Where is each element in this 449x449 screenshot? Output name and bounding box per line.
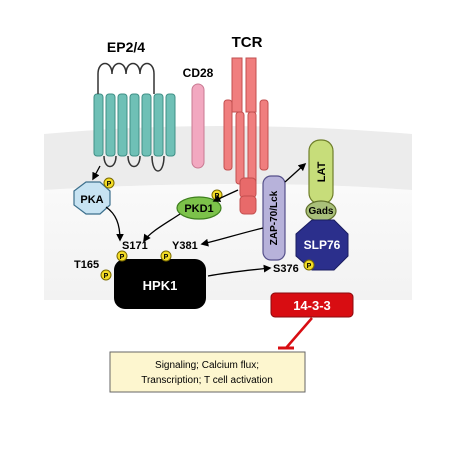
lat-label: LAT bbox=[316, 161, 328, 182]
arrow-pka-to-s171 bbox=[105, 206, 124, 242]
outcome-line-1: Signaling; Calcium flux; bbox=[155, 360, 259, 371]
arrow-ep24-to-pka bbox=[92, 165, 101, 181]
arrow-hpk1-to-s376 bbox=[207, 264, 272, 277]
t165-label: T165 bbox=[74, 259, 99, 271]
hpk1-label: HPK1 bbox=[143, 278, 178, 293]
14-3-3-label: 14-3-3 bbox=[293, 298, 331, 313]
gads-label: Gads bbox=[308, 206, 333, 217]
zap70-lck-label: ZAP-70/Lck bbox=[269, 190, 280, 245]
arrow-tcr-to-pkd1 bbox=[212, 189, 239, 202]
tcr-label: TCR bbox=[232, 34, 263, 51]
svg-text:P: P bbox=[164, 254, 169, 261]
pka-node: PKA P bbox=[73, 177, 115, 215]
s376-label: S376 bbox=[273, 263, 299, 275]
hpk1-node: HPK1 P P P bbox=[100, 250, 206, 309]
outcome-line-2: Transcription; T cell activation bbox=[141, 375, 273, 386]
lat-gads-slp76-complex: LAT Gads SLP76 P bbox=[295, 139, 349, 271]
svg-text:P: P bbox=[307, 263, 312, 270]
slp76-label: SLP76 bbox=[304, 238, 341, 252]
arrow-zap70-to-y381 bbox=[200, 227, 264, 247]
arrow-zap70-to-lat bbox=[284, 162, 307, 183]
ep24-label: EP2/4 bbox=[107, 39, 145, 55]
inhibition-line bbox=[285, 317, 313, 349]
svg-text:P: P bbox=[104, 273, 109, 280]
outcome-box: Signaling; Calcium flux; Transcription; … bbox=[109, 351, 306, 393]
pka-label: PKA bbox=[80, 194, 103, 206]
y381-label: Y381 bbox=[172, 240, 198, 252]
zap70-lck-node: ZAP-70/Lck bbox=[262, 175, 286, 261]
pkd1-label: PKD1 bbox=[184, 203, 213, 215]
cd28-label: CD28 bbox=[183, 66, 214, 80]
svg-text:P: P bbox=[107, 181, 112, 188]
arrow-pkd1-to-s171 bbox=[143, 213, 181, 243]
cd28-receptor: CD28 bbox=[183, 66, 214, 169]
svg-text:P: P bbox=[120, 254, 125, 261]
ep24-receptor: EP2/4 bbox=[93, 39, 176, 172]
s171-label: S171 bbox=[122, 240, 148, 252]
14-3-3-node: 14-3-3 bbox=[270, 292, 354, 318]
tcr-complex: TCR bbox=[223, 34, 269, 215]
